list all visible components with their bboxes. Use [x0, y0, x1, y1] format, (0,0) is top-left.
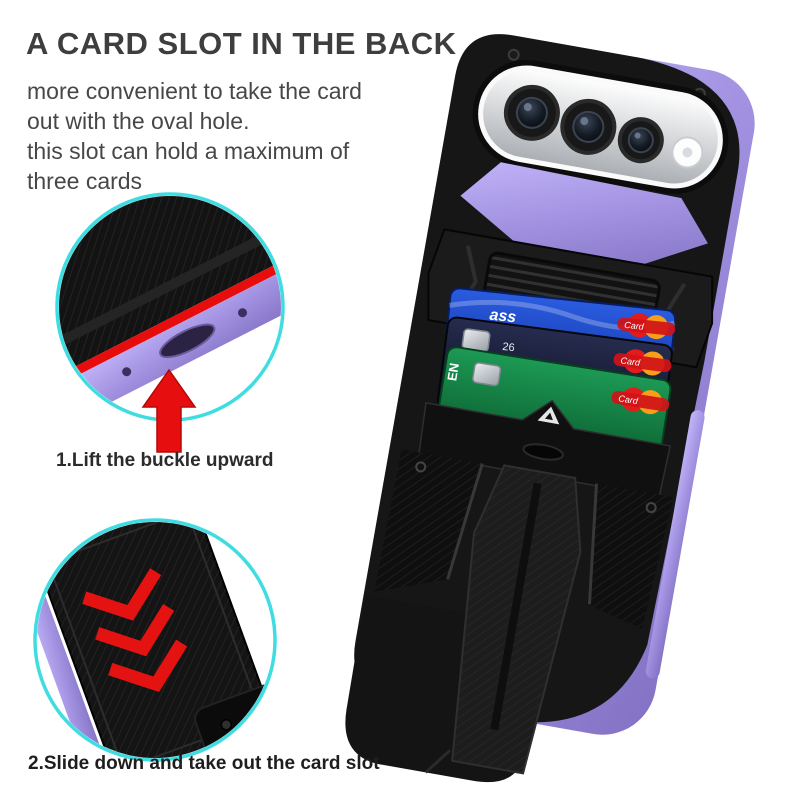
- svg-text:Card: Card: [618, 393, 640, 406]
- inset-step1: [55, 192, 285, 422]
- back-armor-panel: [374, 449, 674, 775]
- purple-edge: [37, 578, 104, 758]
- purple-accent-panel: [460, 162, 708, 268]
- inset-step2: [33, 518, 277, 762]
- description: more convenient to take the card out wit…: [27, 76, 362, 196]
- card-slot-cover: [418, 399, 672, 498]
- description-line: out with the oval hole.: [27, 108, 250, 134]
- screw-icon: [507, 48, 520, 61]
- screw-icon: [645, 502, 657, 514]
- rivet-icon: [220, 718, 233, 731]
- description-line: this slot can hold a maximum of: [27, 138, 350, 164]
- mastercard-logo-icon: Card: [611, 387, 670, 415]
- screw-icon: [415, 461, 427, 473]
- camera-lens: [503, 84, 560, 141]
- phone-case: ass Card 26 Car: [345, 34, 755, 783]
- rivet-icon: [251, 728, 264, 741]
- description-line: more convenient to take the card: [27, 78, 362, 104]
- case-bottom-closeup: [59, 196, 281, 418]
- usb-port: [159, 323, 216, 359]
- down-chevrons-icon: [82, 568, 188, 693]
- speaker-hole: [237, 308, 247, 318]
- mic-hole: [122, 367, 132, 377]
- page-title: A CARD SLOT IN THE BACK: [26, 26, 457, 61]
- up-arrow-icon: [141, 368, 197, 453]
- camera-visor: [472, 59, 729, 195]
- camera-lens: [617, 117, 664, 164]
- flash-white-circle: [671, 136, 704, 169]
- card-chip: [472, 362, 502, 387]
- description-line: three cards: [27, 168, 143, 194]
- mastercard-logo-icon: Card: [617, 313, 676, 340]
- camera-lens: [560, 98, 617, 155]
- step2-caption: 2.Slide down and take out the card slot: [28, 753, 380, 774]
- svg-text:Card: Card: [624, 320, 645, 332]
- svg-text:Card: Card: [620, 355, 642, 368]
- card-text: ass: [489, 307, 517, 327]
- card-text: EN: [444, 362, 462, 382]
- mastercard-logo-icon: Card: [613, 349, 672, 376]
- card-text: 26: [502, 341, 516, 354]
- oval-hole: [522, 443, 564, 461]
- purple-side-rail: [645, 410, 705, 679]
- step1-caption: 1.Lift the buckle upward: [56, 450, 274, 471]
- buckle-highlight: [59, 247, 281, 393]
